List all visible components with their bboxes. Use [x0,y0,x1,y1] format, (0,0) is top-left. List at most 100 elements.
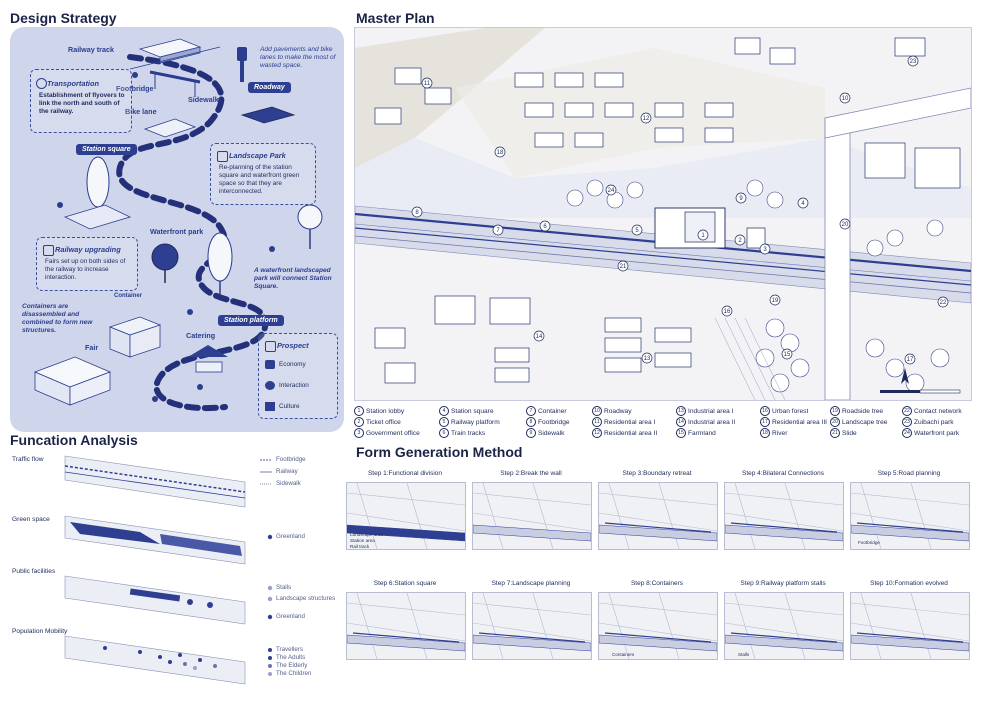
prospect-item-economy: Economy [279,361,306,368]
map-marker-11: 11 [424,81,431,87]
step-thumbnail [598,592,718,660]
legend-number: 15 [676,428,686,438]
map-marker-15: 15 [784,352,791,358]
legend-label: Roadside tree [842,407,884,415]
legend-label: River [772,429,788,437]
map-marker-16: 16 [724,309,731,315]
map-marker-6: 6 [543,224,547,230]
railway-upgrading-card-title: Railway upgrading [55,245,121,254]
step-thumbnail [472,482,592,550]
step5-note: Footbridge [858,540,880,545]
step-drawing [851,483,969,549]
step-title: Step 8:Containers [630,580,684,587]
fa-diagram-traffic [64,455,246,508]
map-marker-24: 24 [608,188,615,194]
train-icon [43,245,54,256]
catering-label: Catering [186,331,216,340]
step-thumbnail [850,482,970,550]
legend-number: 6 [439,428,449,438]
map-marker-7: 7 [496,228,500,234]
step-thumbnail [472,592,592,660]
containers-note: Containers are disassembled and combined… [22,303,93,334]
railway-upgrading-card-text: Fairs set up on both sides of the railwa… [45,258,126,281]
legend-number: 16 [760,406,770,416]
legend-label: Residential area II [604,429,658,437]
fa-row-green-label: Green space [12,516,50,523]
legend-label: Government office [366,429,420,437]
interaction-icon [265,381,275,390]
step-title: Step 4:Bilateral Connections [741,470,825,477]
legend-label: Sidewalk [538,429,565,437]
transportation-card-text: Establishment of flyovers to link the no… [39,92,125,115]
fa-legend-travellers: Travellers [276,646,303,653]
step-drawing [599,483,717,549]
fa-legend-elderly: The Elderly [276,662,308,669]
fair-label: Fair [85,343,99,352]
legend-number: 7 [526,406,536,416]
map-marker-2: 2 [738,238,742,244]
legend-label: Zuibachi park [914,418,954,426]
fa-legend-greenland-2: Greenland [276,613,305,620]
legend-label: Slide [842,429,857,437]
legend-number: 10 [592,406,602,416]
fa-row-traffic-label: Traffic flow [12,456,44,463]
map-marker-8: 8 [415,210,419,216]
step-thumbnail [724,482,844,550]
master-plan-drawing: 1 2 3 4 5 6 7 8 9 10 11 12 13 14 15 16 1… [355,28,971,400]
sidewalk-label: Sidewalk [188,95,219,104]
map-marker-9: 9 [739,196,743,202]
legend-label: Landscape tree [842,418,888,426]
prospect-card: Prospect Economy Interaction Culture [258,333,338,419]
map-marker-3: 3 [763,247,767,253]
step-title: Step 10:Formation evolved [870,580,948,587]
legend-label: Roadway [604,407,632,415]
step-drawing [347,483,465,549]
park-icon [217,151,228,162]
step-drawing [725,483,843,549]
map-marker-19: 19 [772,298,779,304]
step-drawing [599,593,717,659]
fa-legend-landscape-structures: Landscape structures [276,595,336,602]
map-marker-21: 21 [620,264,627,270]
step1-legend-landscape: Landscape area [350,532,383,537]
landscape-park-card: Landscape Park Re-planning of the statio… [210,143,316,205]
economy-icon [265,360,275,369]
design-strategy-panel: Railway track Footbridge Bike lane Sidew… [10,27,344,432]
legend-label: Industrial area I [688,407,734,415]
map-marker-1: 1 [701,233,705,239]
step1-legend-station: Station area [350,538,375,543]
step-thumbnail [724,592,844,660]
map-marker-14: 14 [536,334,543,340]
legend-label: Railway platform [451,418,500,426]
map-marker-23: 23 [910,59,917,65]
master-plan-heading: Master Plan [356,10,435,26]
culture-icon [265,402,275,411]
map-marker-12: 12 [643,116,650,122]
step-title: Step 6:Station square [373,580,437,587]
legend-number: 2 [354,417,364,427]
step-thumbnail [850,592,970,660]
legend-number: 14 [676,417,686,427]
legend-number: 19 [830,406,840,416]
step-thumbnail [598,482,718,550]
step-title: Step 1:Functional division [367,470,443,477]
legend-number: 21 [830,428,840,438]
legend-label: Waterfront park [914,429,960,437]
fa-diagram-green [64,515,246,565]
